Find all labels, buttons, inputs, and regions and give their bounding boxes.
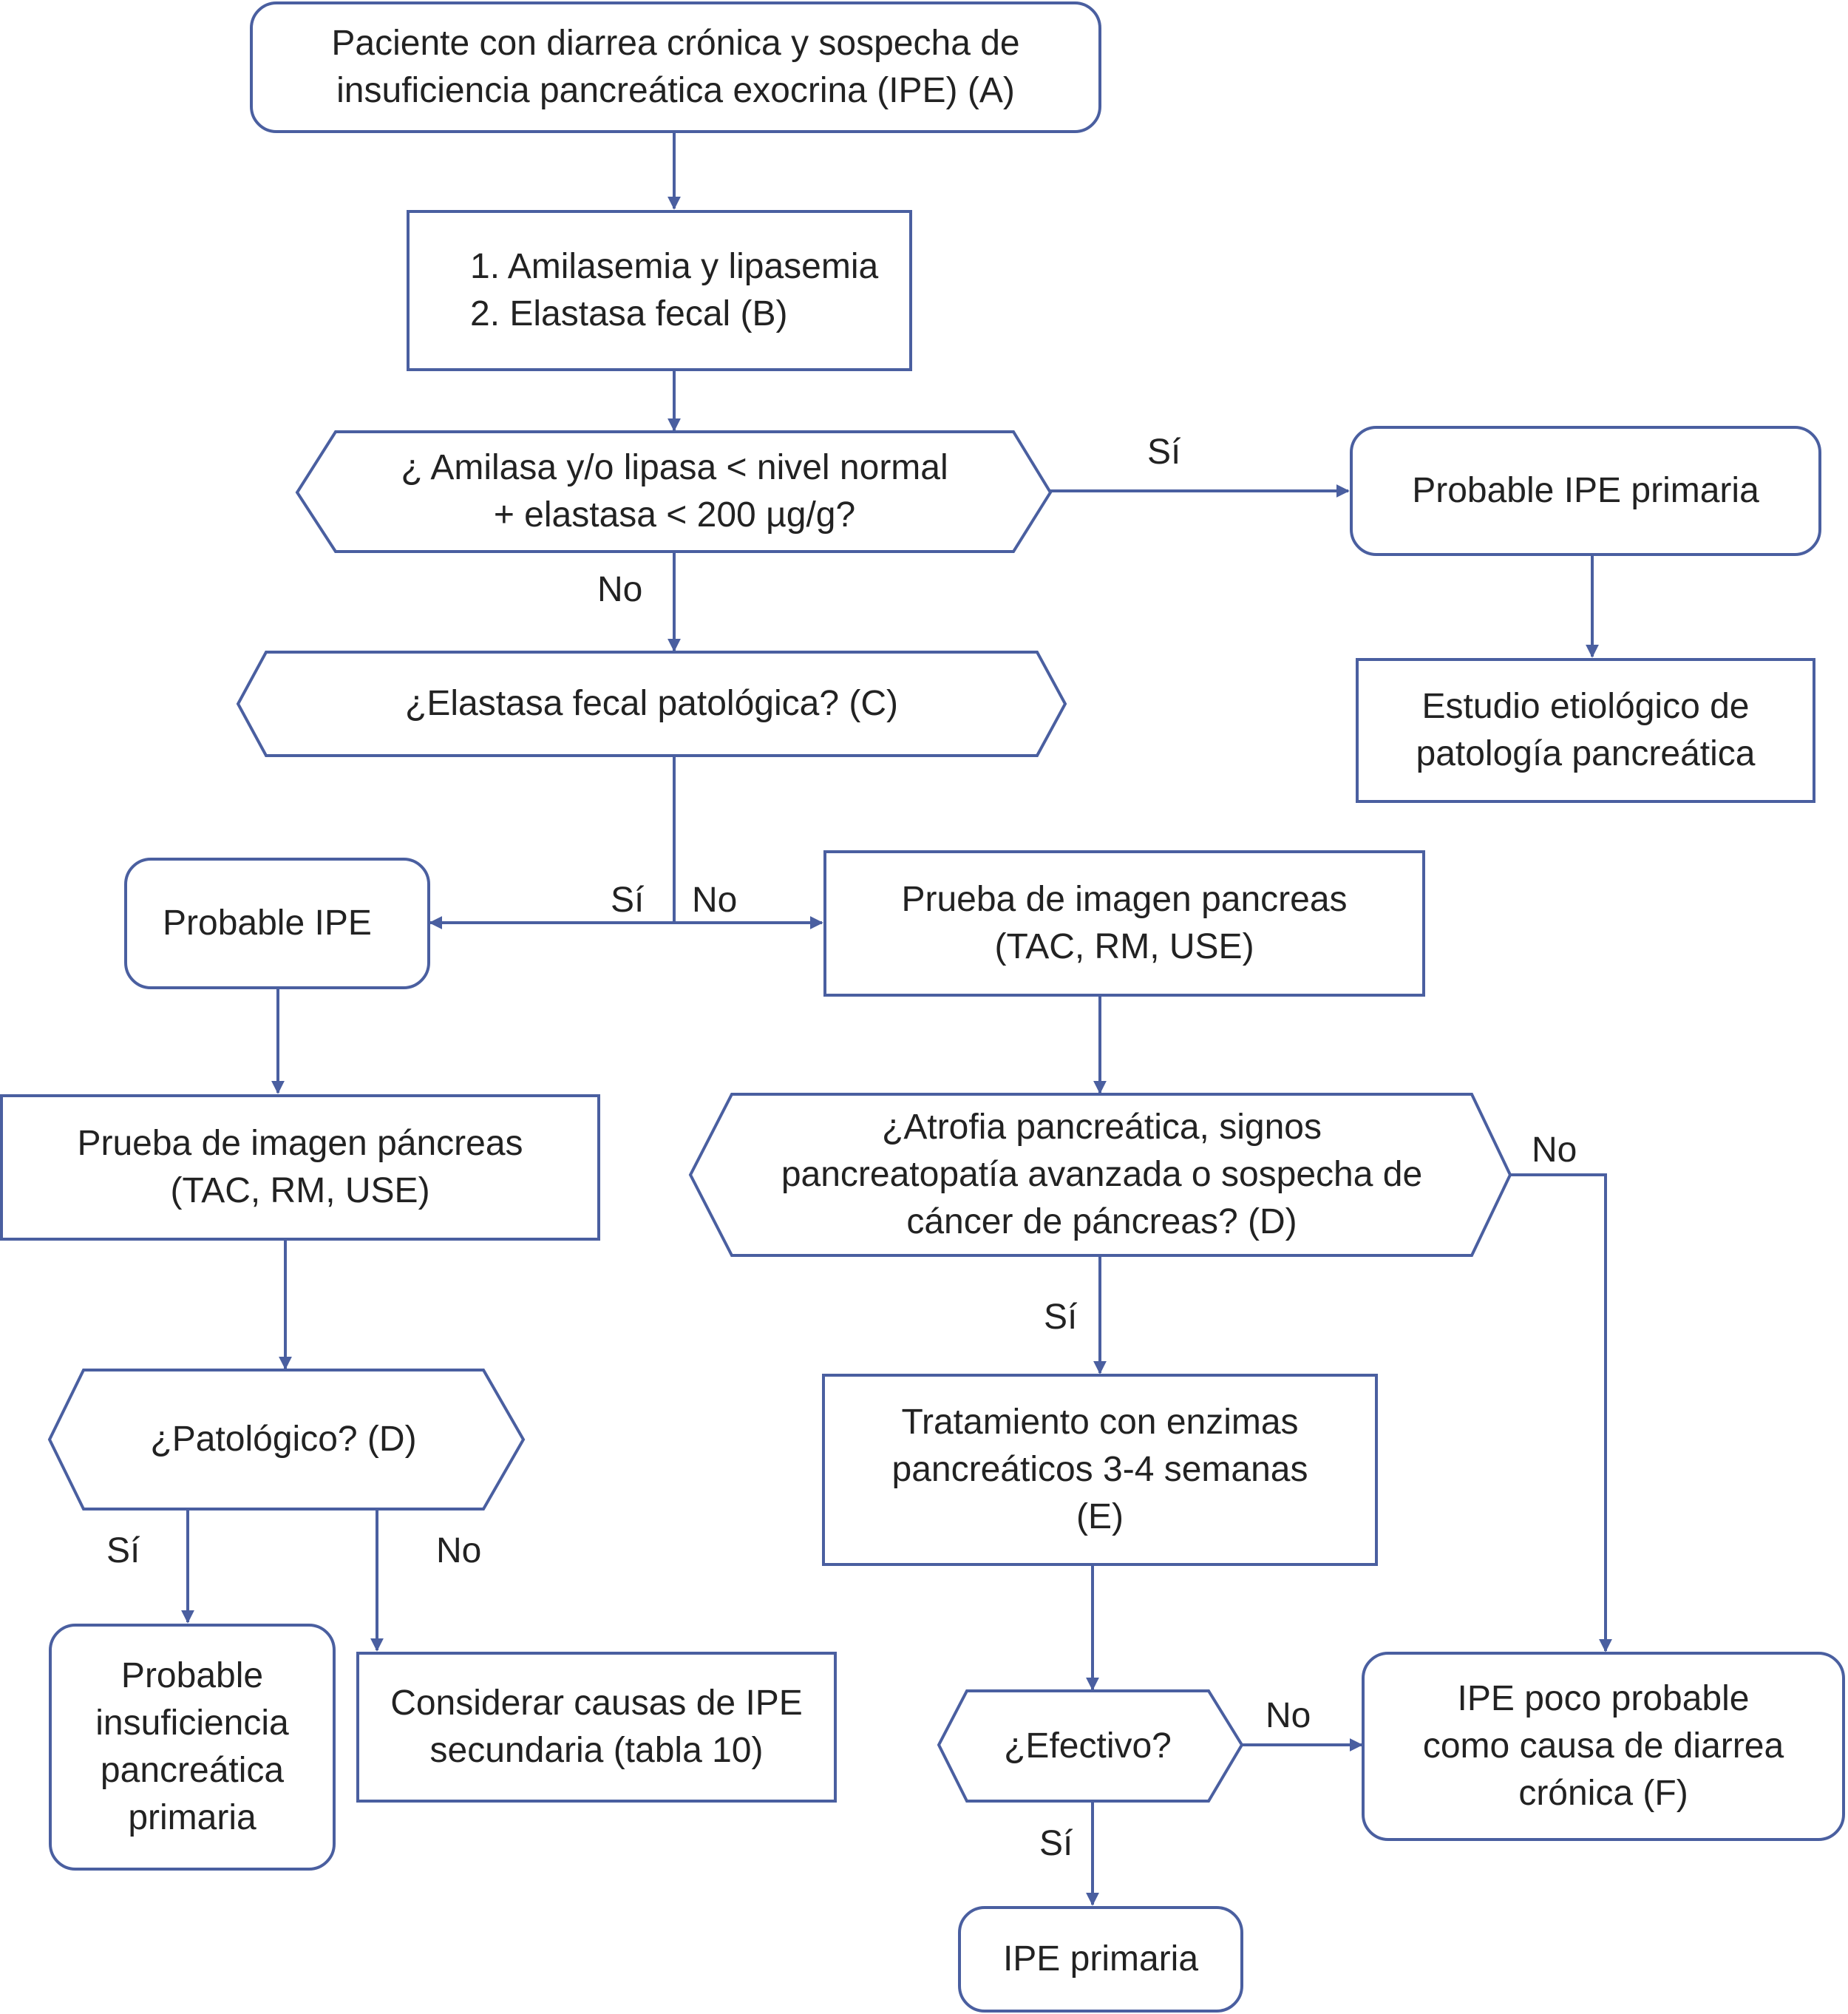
imaging-right-node: Prueba de imagen pancreas (TAC, RM, USE) (823, 850, 1425, 997)
q-effective-shape (937, 1689, 1244, 1803)
primary-ipe-node: IPE primaria (958, 1906, 1243, 2013)
edge-label-effective-no: No (1266, 1696, 1311, 1735)
edge-label-atrophy-no: No (1532, 1130, 1577, 1170)
probable-primary-ipe-node: Probable IPE primaria (1350, 426, 1821, 556)
start-node: Paciente con diarrea crónica y sospecha … (250, 1, 1101, 133)
etiology-study-node: Estudio etiológico de patología pancreát… (1356, 658, 1815, 803)
secondary-causes-node: Considerar causas de IPE secundaria (tab… (356, 1652, 837, 1803)
edge-label-elastase-no: No (692, 881, 738, 920)
q-amylase-text: ¿ Amilasa y/o lipasa < nivel normal + el… (401, 448, 948, 535)
unlikely-ipe-node: IPE poco probable como causa de diarrea … (1362, 1652, 1845, 1841)
edge-label-amylase-yes: Sí (1147, 433, 1181, 472)
arrow-q-atrophy-no (1510, 1173, 1612, 1652)
edge-label-atrophy-yes: Sí (1044, 1298, 1078, 1337)
q-atrophy-text: ¿Atrofia pancreática, signos pancreatopa… (781, 1108, 1423, 1241)
q-amylase-shape (295, 430, 1053, 553)
edge-label-amylase-no: No (597, 570, 643, 609)
probable-primary-insufficiency-node: Probable insuficiencia pancreática prima… (49, 1624, 336, 1871)
edge-label-elastase-yes: Sí (611, 881, 645, 920)
q-atrophy-shape (688, 1093, 1512, 1257)
imaging-left-node: Prueba de imagen páncreas (TAC, RM, USE) (0, 1094, 600, 1241)
q-pathologic-text: ¿Patológico? (D) (150, 1420, 417, 1459)
edge-label-effective-yes: Sí (1039, 1824, 1073, 1863)
edge-label-pathologic-yes: Sí (106, 1531, 140, 1570)
probable-ipe-node: Probable IPE (124, 858, 430, 989)
edge-label-pathologic-no: No (436, 1531, 482, 1570)
q-effective-text: ¿Efectivo? (1004, 1726, 1172, 1766)
treatment-node: Tratamiento con enzimas pancreáticos 3-4… (822, 1374, 1378, 1566)
q-elastase-shape (236, 651, 1067, 757)
q-pathologic-shape (47, 1369, 526, 1510)
initial-tests-node: 1. Amilasemia y lipasemia 2. Elastasa fe… (407, 210, 912, 371)
q-elastase-text: ¿Elastasa fecal patológica? (C) (405, 684, 898, 723)
